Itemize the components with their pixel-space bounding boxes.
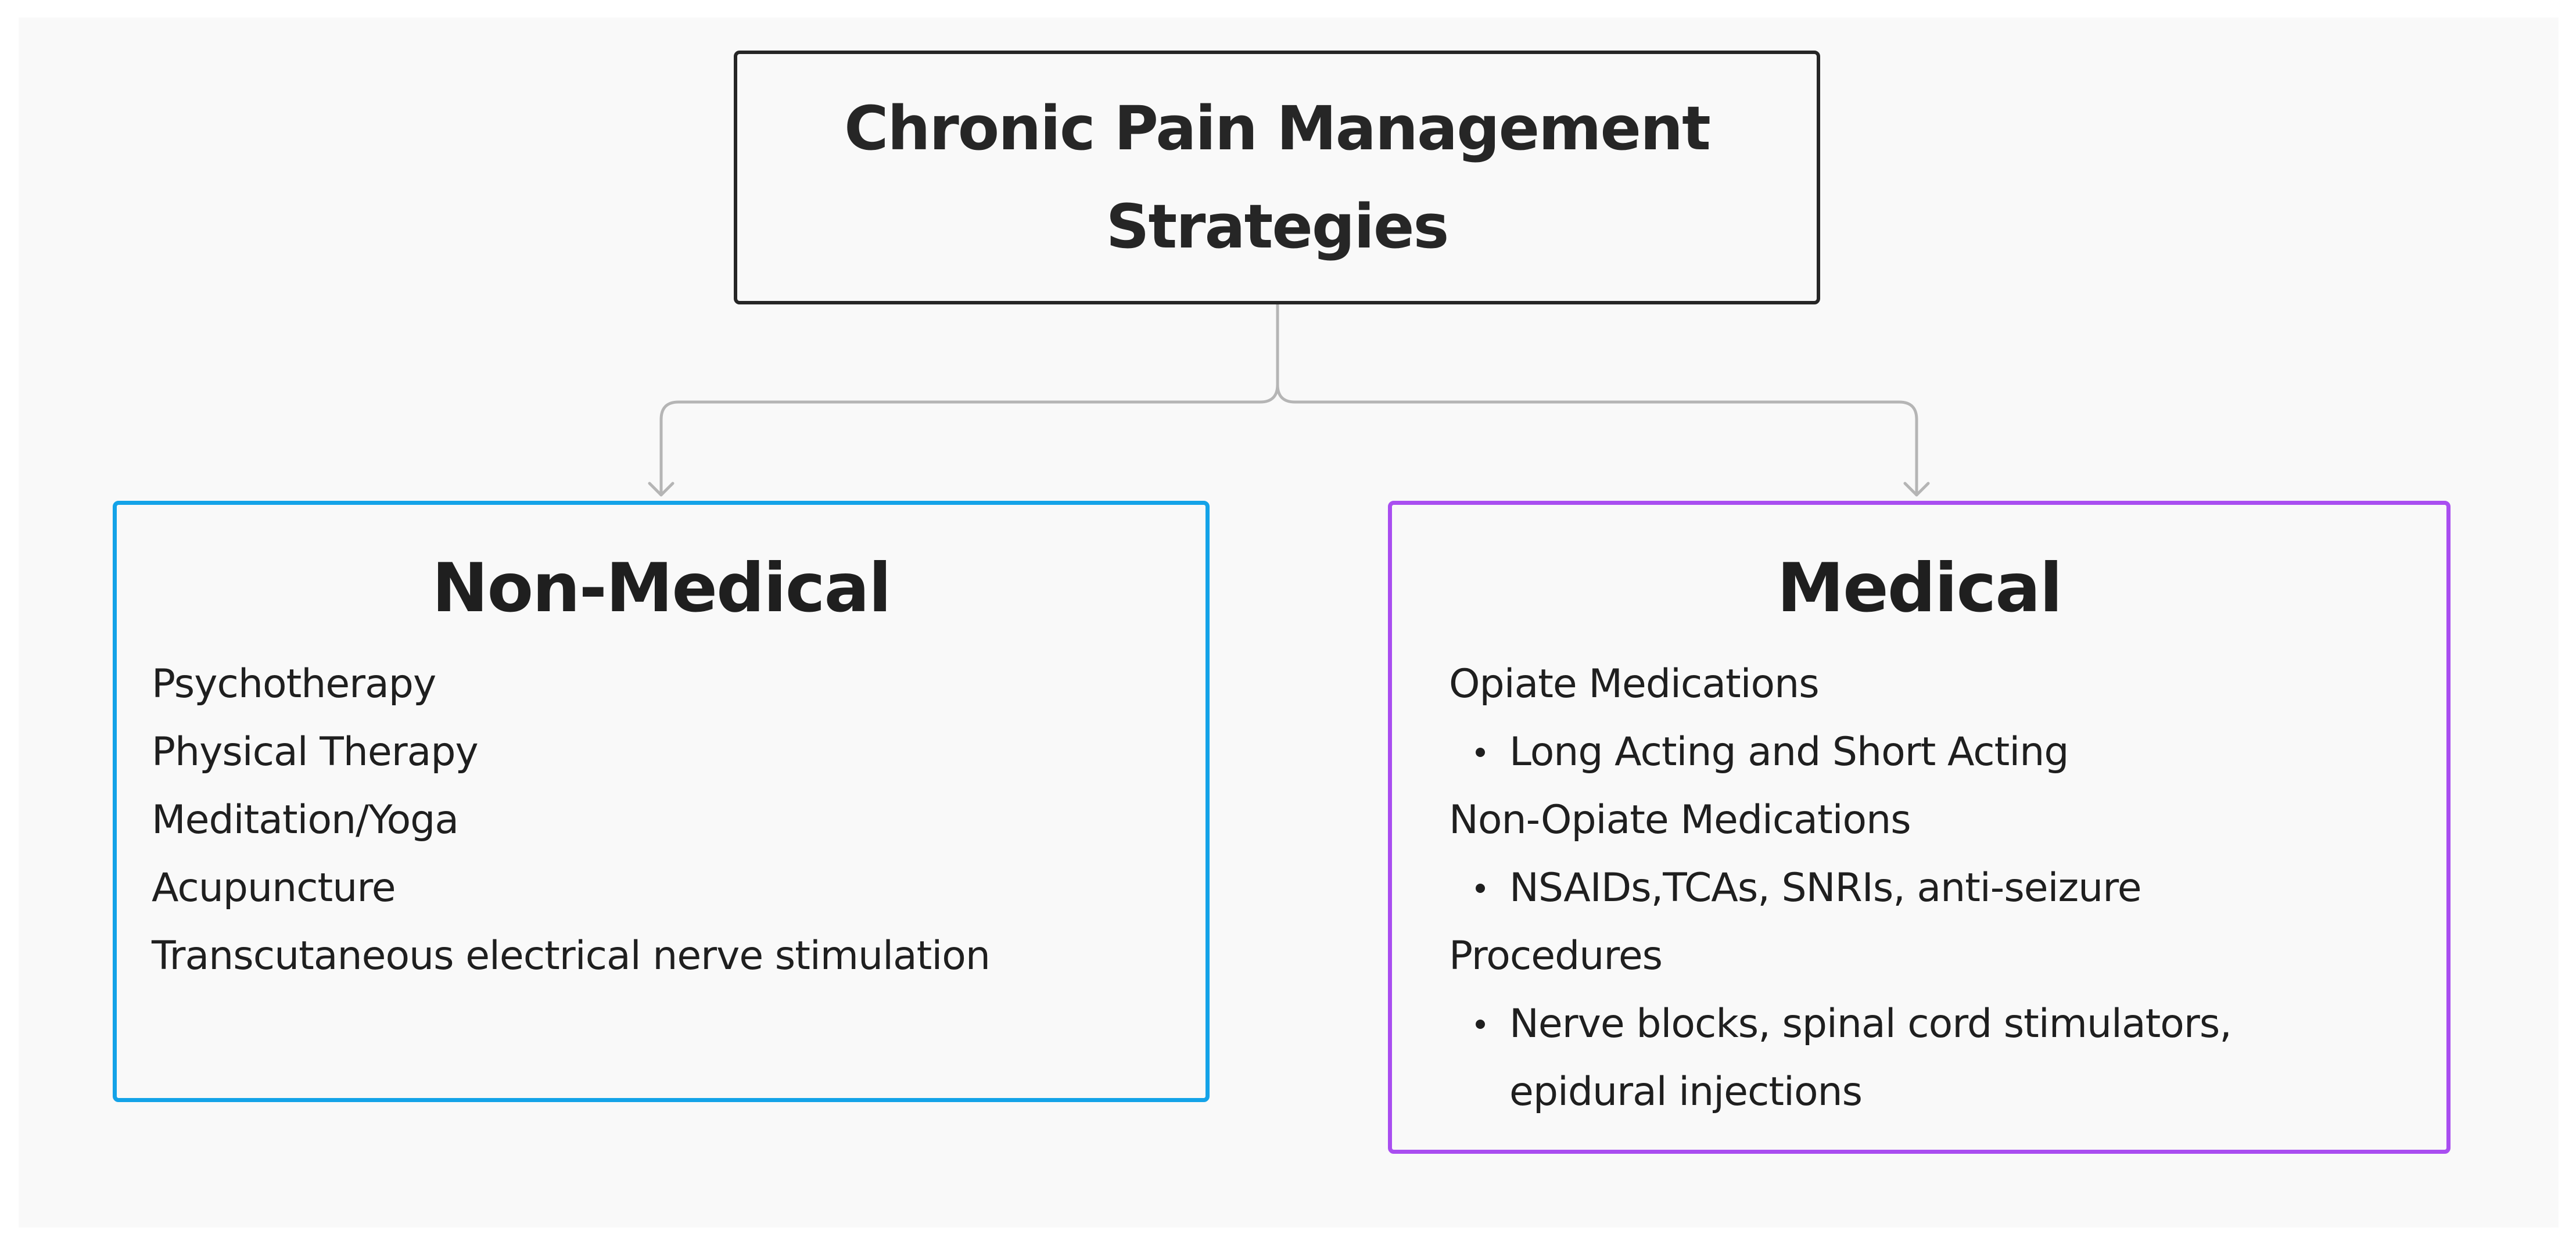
bullet-icon bbox=[1476, 884, 1485, 893]
root-title: Chronic Pain Management Strategies bbox=[844, 93, 1711, 262]
group-label: Opiate Medications bbox=[1449, 661, 1820, 707]
non-medical-node: Non-Medical Psychotherapy Physical Thera… bbox=[113, 501, 1210, 1102]
medical-node: Medical Opiate Medications Long Acting a… bbox=[1388, 501, 2451, 1154]
root-node: Chronic Pain Management Strategies bbox=[734, 51, 1820, 304]
arrowhead-left bbox=[648, 482, 675, 497]
group-detail: NSAIDs,TCAs, SNRIs, anti-seizure bbox=[1449, 854, 2334, 922]
medical-title: Medical bbox=[1777, 549, 2063, 627]
medical-list: Opiate Medications Long Acting and Short… bbox=[1449, 650, 2334, 1126]
group-label: Procedures bbox=[1449, 933, 1663, 979]
group-detail-text: Nerve blocks, spinal cord stimulators, e… bbox=[1509, 1001, 2232, 1115]
list-item: Acupuncture bbox=[152, 865, 396, 911]
list-item: Transcutaneous electrical nerve stimulat… bbox=[152, 933, 991, 979]
list-item: Physical Therapy bbox=[152, 729, 479, 775]
arrowhead-right bbox=[1903, 482, 1930, 497]
non-medical-list: Psychotherapy Physical Therapy Meditatio… bbox=[152, 650, 991, 990]
connector-trunk bbox=[659, 303, 1279, 497]
list-item: Psychotherapy bbox=[152, 661, 436, 707]
list-item: Meditation/Yoga bbox=[152, 797, 459, 843]
group-detail-text: NSAIDs,TCAs, SNRIs, anti-seizure bbox=[1509, 865, 2142, 911]
bullet-icon bbox=[1476, 1020, 1485, 1029]
group-detail-text: Long Acting and Short Acting bbox=[1509, 729, 2069, 775]
connector-right bbox=[1276, 383, 1918, 497]
non-medical-title: Non-Medical bbox=[432, 549, 891, 627]
bullet-icon bbox=[1476, 748, 1485, 757]
group-detail: Long Acting and Short Acting bbox=[1449, 718, 2334, 786]
group-label: Non-Opiate Medications bbox=[1449, 797, 1911, 843]
group-detail: Nerve blocks, spinal cord stimulators, e… bbox=[1449, 990, 2334, 1126]
